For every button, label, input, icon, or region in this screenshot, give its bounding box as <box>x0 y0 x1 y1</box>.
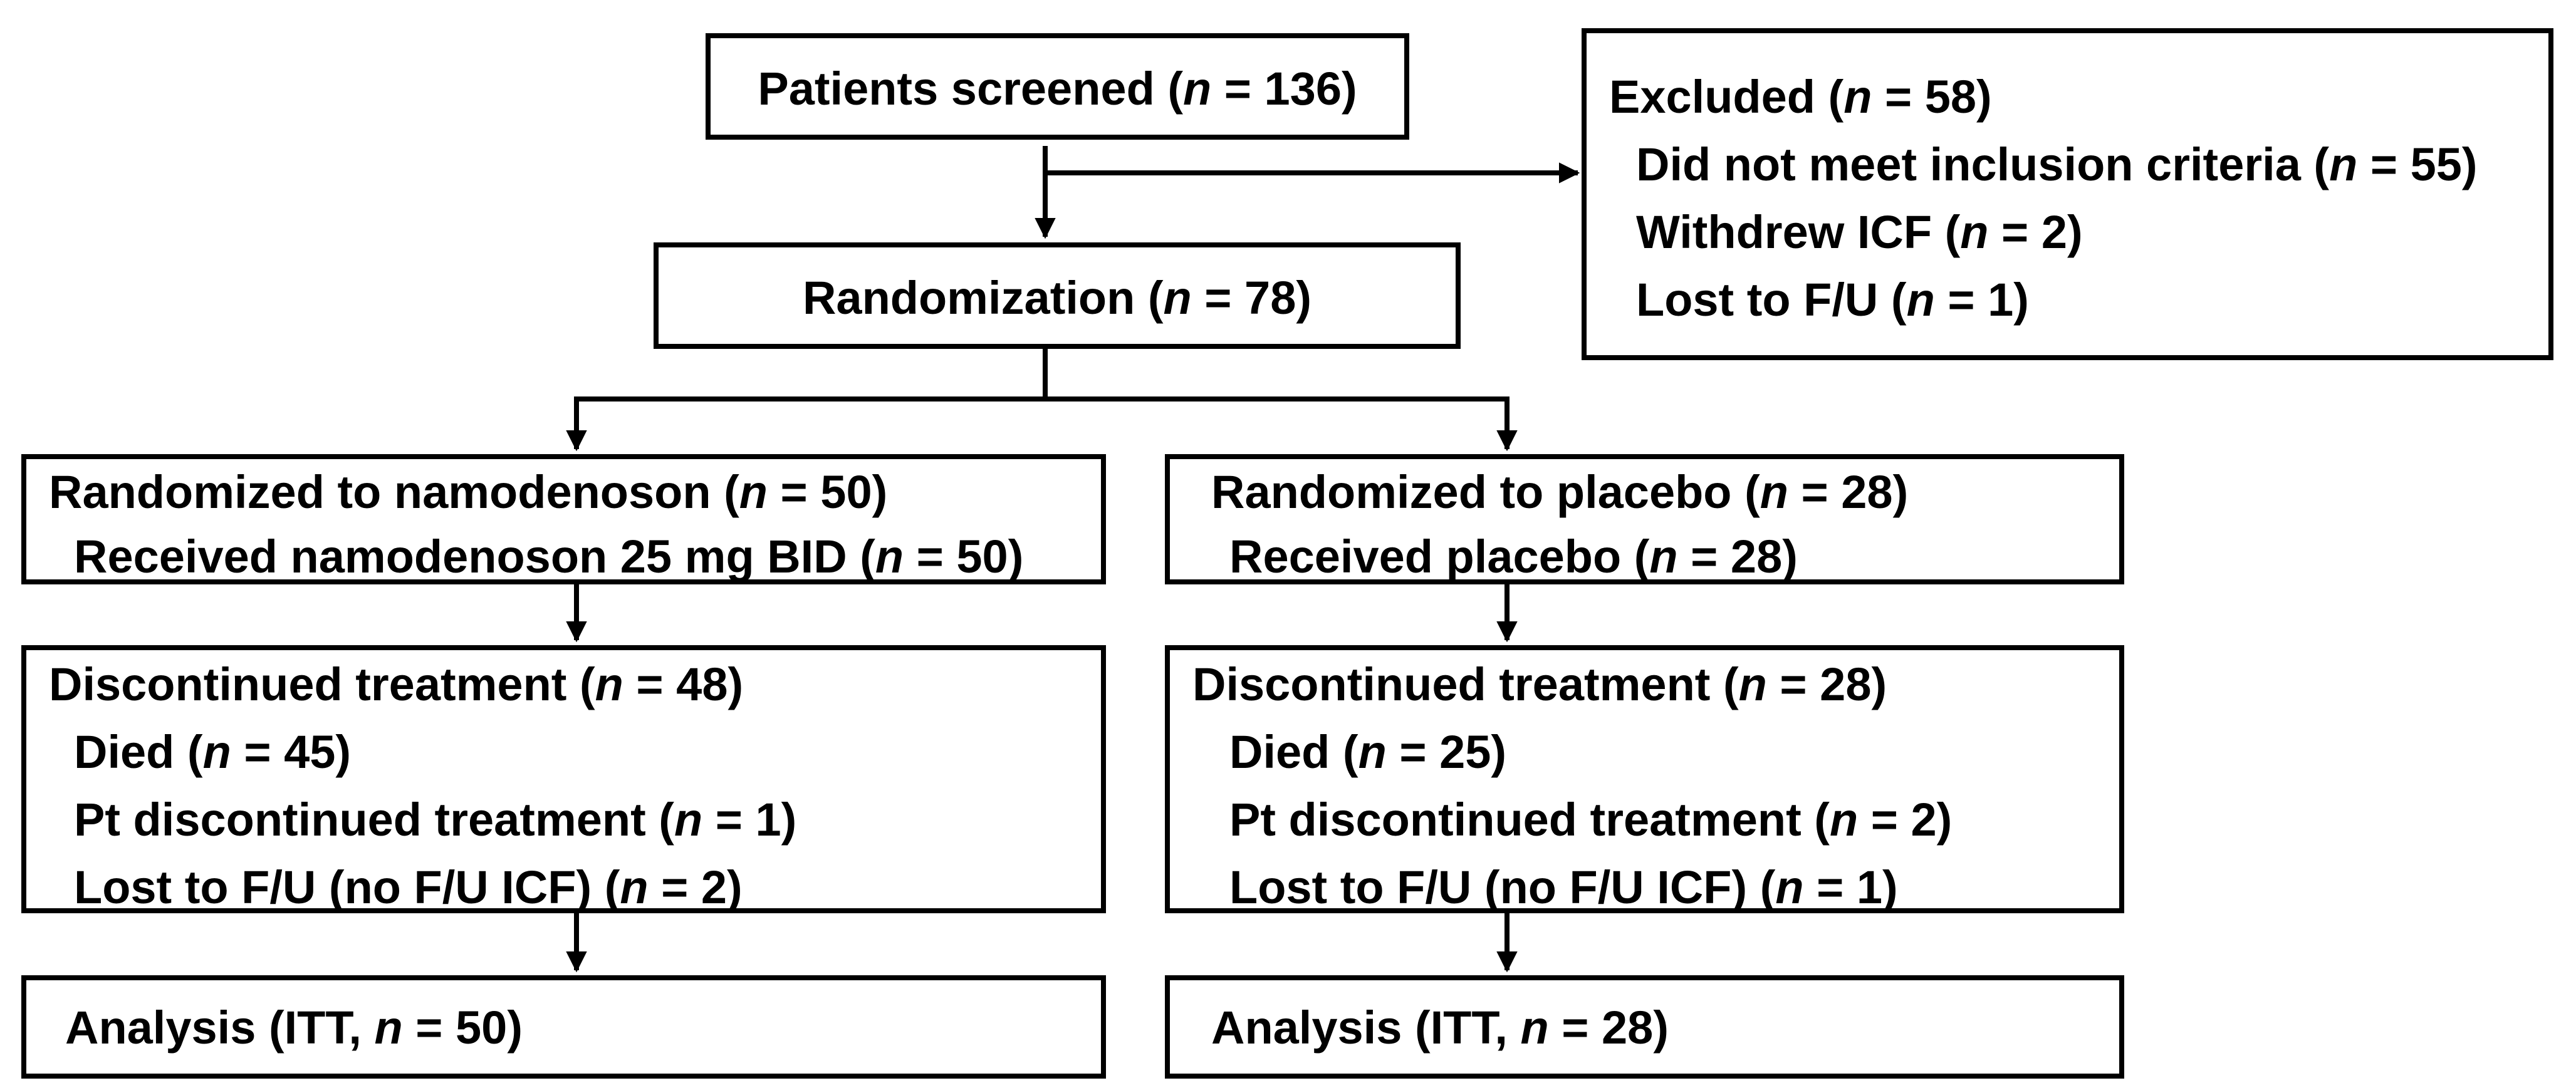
n-symbol: n <box>1738 658 1767 710</box>
n-symbol: n <box>202 726 231 778</box>
placebo-discontinued-item: Pt discontinued treatment (n = 2) <box>1229 794 1953 846</box>
namodenoson-discontinued-item: Pt discontinued treatment (n = 1) <box>74 794 797 846</box>
namodenoson-discontinued-item: Lost to F/U (no F/U ICF) (n = 2) <box>74 861 743 913</box>
n-symbol: n <box>2329 138 2358 190</box>
placebo-randomized-box: Randomized to placebo (n = 28) Received … <box>1165 454 2124 584</box>
screened-label: Patients screened (n = 136) <box>758 63 1357 115</box>
placebo-discontinued-box: Discontinued treatment (n = 28) Died (n … <box>1165 645 2124 913</box>
n-symbol: n <box>1649 531 1678 583</box>
randomization-label: Randomization (n = 78) <box>802 272 1312 324</box>
placebo-analysis-box: Analysis (ITT, n = 28) <box>1165 975 2124 1079</box>
n-symbol: n <box>1358 726 1387 778</box>
placebo-discontinued-title: Discontinued treatment (n = 28) <box>1192 658 1887 710</box>
randomization-box: Randomization (n = 78) <box>654 242 1461 349</box>
namodenoson-discontinued-item: Died (n = 45) <box>74 726 352 778</box>
n-symbol: n <box>1163 272 1192 324</box>
n-symbol: n <box>1520 1002 1549 1054</box>
n-symbol: n <box>1960 206 1989 258</box>
namodenoson-analysis-box: Analysis (ITT, n = 50) <box>21 975 1106 1079</box>
n-symbol: n <box>1829 794 1859 846</box>
excluded-box: Excluded (n = 58) Did not meet inclusion… <box>1582 28 2553 360</box>
excluded-item: Lost to F/U (n = 1) <box>1636 274 2029 326</box>
n-symbol: n <box>595 658 623 710</box>
placebo-discontinued-item: Lost to F/U (no F/U ICF) (n = 1) <box>1229 861 1898 913</box>
namodenoson-randomized-box: Randomized to namodenoson (n = 50) Recei… <box>21 454 1106 584</box>
placebo-discontinued-item: Died (n = 25) <box>1229 726 1507 778</box>
n-symbol: n <box>1182 63 1212 115</box>
n-symbol: n <box>1775 861 1804 913</box>
namodenoson-analysis-label: Analysis (ITT, n = 50) <box>65 1002 523 1054</box>
n-symbol: n <box>875 531 904 583</box>
n-symbol: n <box>1906 274 1935 326</box>
n-symbol: n <box>620 861 649 913</box>
n-symbol: n <box>674 794 703 846</box>
namodenoson-received: Received namodenoson 25 mg BID (n = 50) <box>74 531 1024 583</box>
n-symbol: n <box>739 466 768 518</box>
excluded-title: Excluded (n = 58) <box>1609 71 1992 123</box>
placebo-received: Received placebo (n = 28) <box>1229 531 1798 583</box>
placebo-randomized-title: Randomized to placebo (n = 28) <box>1211 466 1909 518</box>
excluded-item: Withdrew ICF (n = 2) <box>1636 206 2083 258</box>
namodenoson-discontinued-box: Discontinued treatment (n = 48) Died (n … <box>21 645 1106 913</box>
screened-box: Patients screened (n = 136) <box>706 33 1409 140</box>
namodenoson-randomized-title: Randomized to namodenoson (n = 50) <box>49 466 888 518</box>
placebo-analysis-label: Analysis (ITT, n = 28) <box>1211 1002 1669 1054</box>
namodenoson-discontinued-title: Discontinued treatment (n = 48) <box>49 658 744 710</box>
n-symbol: n <box>1760 466 1788 518</box>
n-symbol: n <box>1843 71 1872 123</box>
excluded-item: Did not meet inclusion criteria (n = 55) <box>1636 138 2478 190</box>
n-symbol: n <box>374 1002 403 1054</box>
